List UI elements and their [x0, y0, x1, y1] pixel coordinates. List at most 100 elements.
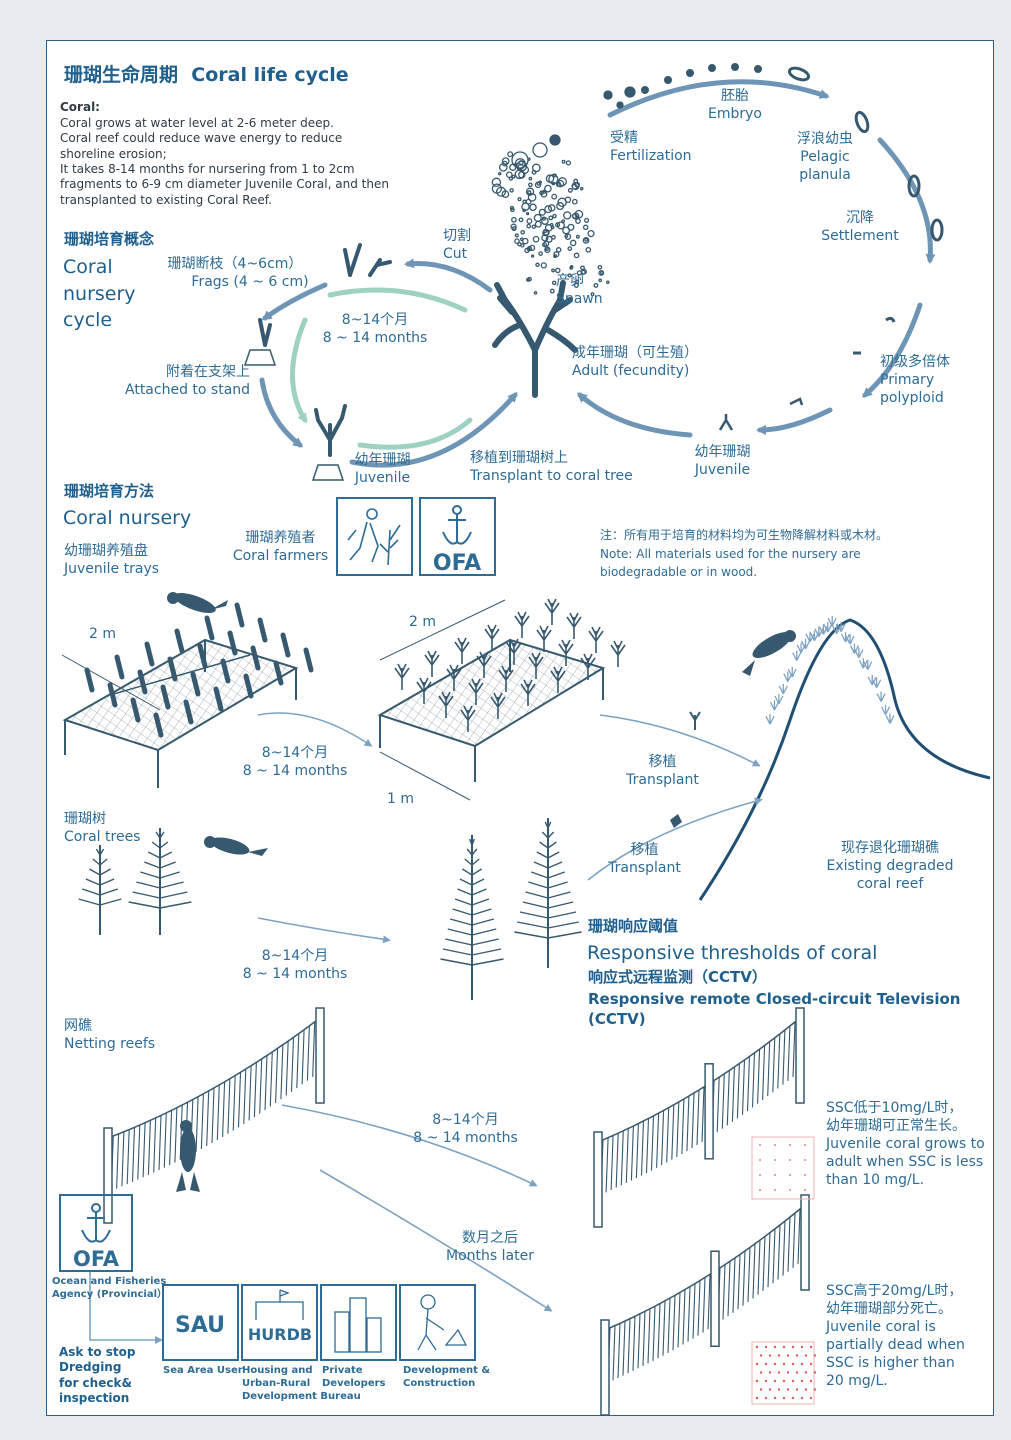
ssc-particle [759, 1388, 763, 1391]
net-strand [620, 1130, 624, 1186]
net-strand [792, 1212, 796, 1268]
ssc-particle [809, 1345, 813, 1349]
net-strand [640, 1120, 645, 1176]
spawn-bubble [530, 254, 535, 258]
ssc-particle [813, 1354, 817, 1357]
grown-coral [460, 705, 476, 732]
net-strand [792, 1021, 796, 1077]
stand-icon [243, 349, 345, 481]
tree-branch [147, 851, 173, 859]
spawn-bubble [532, 235, 540, 243]
tray-dimension-b: 2 m [409, 614, 436, 630]
net-strand [677, 1292, 681, 1348]
spawn-bubble [556, 202, 565, 211]
ssc-particle [813, 1388, 817, 1391]
tree-branch [466, 848, 478, 856]
ssc-particle [804, 1388, 808, 1391]
tray-coral-fragment [137, 669, 148, 695]
grown-coral [566, 612, 582, 639]
ssc-low-particles [759, 1144, 806, 1191]
tray-coral-fragment [183, 699, 194, 725]
net-strand [787, 1025, 791, 1081]
net-strand [275, 1047, 279, 1103]
tree-branch [440, 958, 504, 966]
tree-branch [541, 831, 555, 839]
net-pole [103, 1127, 113, 1224]
net-strand [762, 1235, 766, 1291]
ssc-particle [791, 1345, 795, 1349]
spawn-bubble [528, 176, 533, 181]
spawn-bubble [540, 262, 547, 269]
grown-coral [446, 664, 462, 691]
spawn-bubble [528, 244, 536, 252]
net-strand [222, 1081, 226, 1137]
tree-branch [519, 911, 577, 919]
developers-frame [320, 1284, 397, 1361]
tree-branch [459, 878, 485, 886]
net-strand [701, 1086, 705, 1142]
ssc-particle [782, 1345, 786, 1349]
net-strand [647, 1308, 651, 1364]
tree-branch [539, 841, 557, 849]
tray-coral-fragment [107, 682, 118, 708]
reef-coral [792, 650, 802, 661]
spawn-bubble [491, 183, 503, 194]
spawn-bubble [521, 202, 530, 211]
spawn-bubble [544, 205, 553, 214]
ssc-particle [774, 1159, 776, 1161]
spawn-bubble [545, 247, 549, 252]
transplant-coral-icon [689, 711, 701, 730]
net-strand [687, 1286, 691, 1342]
ssc-particle [791, 1396, 795, 1400]
net-strand [116, 1133, 120, 1189]
net-strand [742, 1250, 746, 1306]
net-strand [662, 1300, 666, 1356]
reef-coral [805, 631, 815, 643]
cctv-heading-en: Responsive remote Closed-circuit Televis… [588, 990, 961, 1028]
intro-line: transplanted to existing Coral Reef. [60, 192, 272, 207]
reef-coral [800, 638, 811, 650]
ssc-particle [764, 1345, 768, 1349]
net-strand [767, 1041, 771, 1097]
net-strand [158, 1115, 162, 1171]
ssc-particle [786, 1371, 790, 1374]
spawn-bubble [556, 179, 565, 188]
spawn-bubble [514, 169, 525, 180]
reef-coral [814, 626, 824, 637]
tree-branch [461, 868, 483, 876]
juvenile-tray-small [62, 638, 299, 788]
spawn-bubble [501, 157, 510, 165]
ssc-particle [777, 1371, 781, 1374]
nursery-cycle-heading-zh: 珊瑚培育概念 [64, 230, 155, 248]
spawn-bubble [569, 264, 574, 269]
ssc-particle [768, 1388, 772, 1391]
net-strand [227, 1078, 231, 1134]
ssc-particle [768, 1354, 772, 1357]
diver-net [176, 1120, 200, 1192]
net-strand [612, 1325, 616, 1381]
net-strand [211, 1087, 215, 1144]
coral-fragment-icons [258, 243, 392, 457]
ssc-particle [800, 1362, 804, 1366]
settling-larva-icon [885, 316, 896, 323]
ssc-particle [773, 1362, 777, 1366]
tree-branch [442, 948, 502, 956]
net-strand [650, 1115, 655, 1171]
net-strand [676, 1101, 680, 1157]
spawn-bubble [584, 217, 590, 223]
tree-branch [522, 901, 574, 909]
construction-label: Development &Construction [403, 1365, 491, 1389]
net-strand [721, 1073, 725, 1129]
spawn-bubble [590, 292, 595, 297]
ssc-particle [804, 1174, 806, 1176]
ssc-particle [764, 1362, 768, 1366]
spawn-bubble [534, 220, 542, 228]
reef-coral [880, 704, 891, 716]
net-strand [672, 1295, 676, 1351]
hurdb-frame [241, 1284, 318, 1361]
